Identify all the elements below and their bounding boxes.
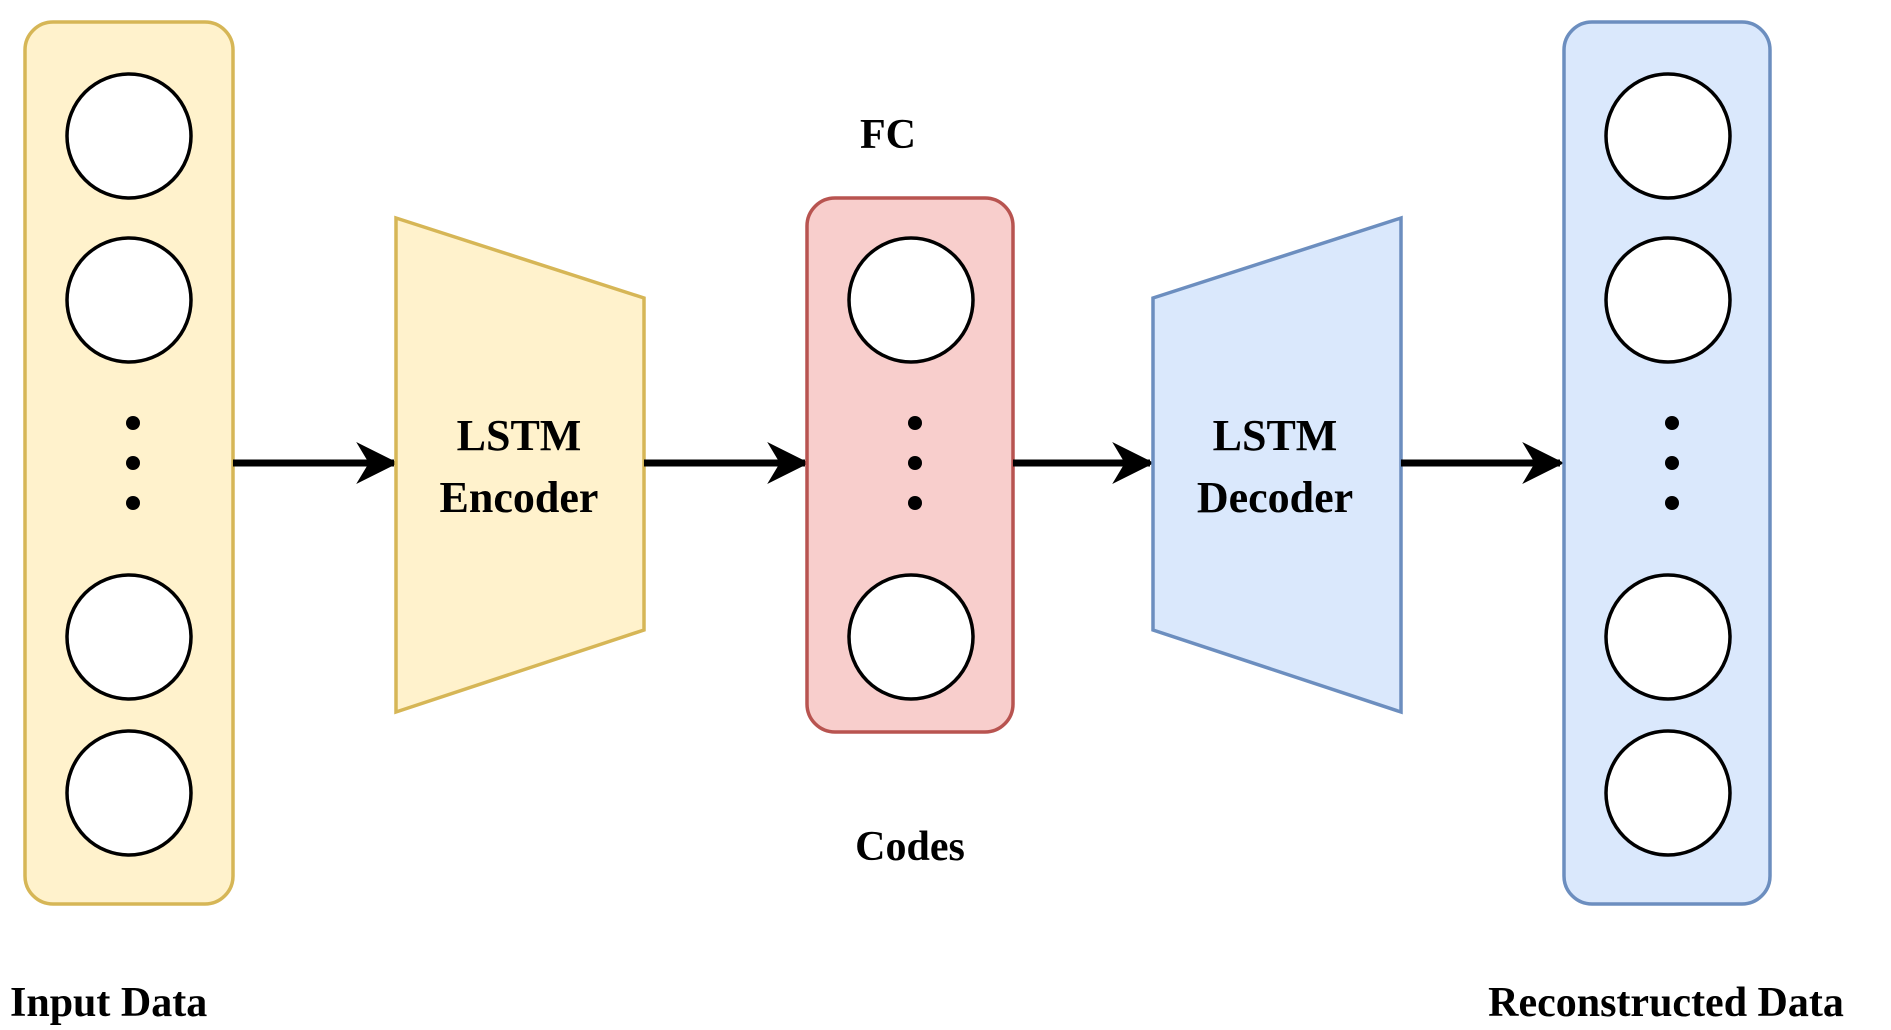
input-data-label: Input Data [10, 980, 207, 1026]
input-neuron [65, 729, 193, 857]
ellipsis-dot [1665, 416, 1679, 430]
decoder-label-line2: Decoder [1197, 473, 1353, 522]
input-layer [23, 20, 235, 906]
ellipsis-dot [126, 456, 140, 470]
decoder-trapezoid [1151, 215, 1403, 715]
ellipsis-dot [126, 416, 140, 430]
output-neuron [1604, 236, 1732, 364]
ellipsis-dot [1665, 456, 1679, 470]
output-layer [1562, 20, 1772, 906]
ellipsis-dot [126, 496, 140, 510]
lstm-encoder: LSTM Encoder [394, 215, 646, 715]
output-neuron [1604, 72, 1732, 200]
input-neuron [65, 573, 193, 701]
codes-label: Codes [855, 824, 965, 870]
output-neuron [1604, 729, 1732, 857]
ellipsis-dot [908, 496, 922, 510]
ellipsis-dot [908, 416, 922, 430]
output-neuron [1604, 573, 1732, 701]
ellipsis-dot [908, 456, 922, 470]
input-neuron [65, 72, 193, 200]
reconstructed-data-label: Reconstructed Data [1488, 980, 1844, 1026]
code-neuron [847, 573, 975, 701]
encoder-label-line1: LSTM [457, 411, 582, 460]
input-neuron [65, 236, 193, 364]
code-layer [805, 196, 1015, 734]
code-neuron [847, 236, 975, 364]
encoder-trapezoid [394, 215, 646, 715]
encoder-label-line2: Encoder [440, 473, 599, 522]
fc-label: FC [860, 112, 916, 158]
decoder-label-line1: LSTM [1213, 411, 1338, 460]
lstm-decoder: LSTM Decoder [1151, 215, 1403, 715]
ellipsis-dot [1665, 496, 1679, 510]
